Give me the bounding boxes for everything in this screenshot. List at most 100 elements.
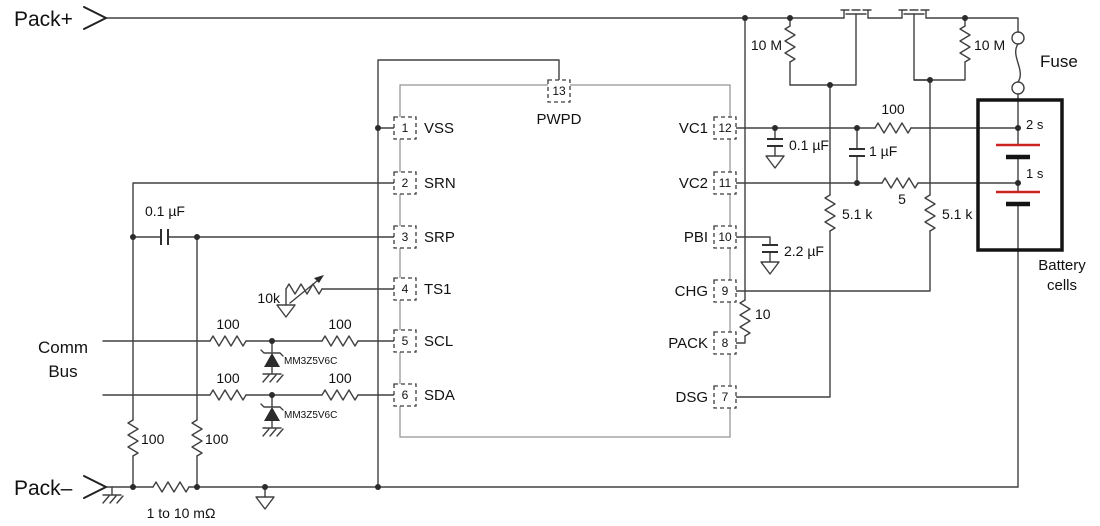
junction-dot (130, 234, 136, 240)
scl-series-resistor-2 (321, 335, 359, 347)
srp-filter-resistor (191, 419, 203, 457)
junction-dot (1015, 180, 1021, 186)
pin-number-srp: 3 (402, 230, 409, 244)
sda-zener-ground (262, 427, 284, 437)
pack-plus-chevron (83, 6, 107, 30)
junction-dot (827, 82, 833, 88)
scl-series-res-2-label: 100 (328, 316, 352, 332)
sda-zener-bar (260, 403, 284, 411)
scl-zener-ground (262, 373, 284, 383)
gate-pulldown-left-label: 10 M (751, 37, 782, 53)
comm-label: Comm (38, 338, 88, 357)
pin-box-pbi (713, 225, 737, 249)
pack-plus-label: Pack+ (14, 8, 73, 31)
chg-gate-resistor (924, 194, 936, 232)
vc1-cap-ground (765, 155, 785, 169)
mosfets (840, 9, 930, 19)
sda-net (102, 394, 395, 429)
vc1-filter-cap-plates (767, 138, 783, 147)
battery-box (976, 98, 1064, 252)
pin-number-vc1: 12 (718, 121, 732, 135)
cell-cap-plates (849, 148, 865, 157)
resistors (127, 25, 971, 493)
dsg-fet (840, 9, 872, 19)
pin-box-vc1 (713, 116, 737, 140)
pin-name-srn: SRN (424, 175, 456, 192)
srp-filter-cap-plates (160, 229, 169, 245)
grounds (102, 155, 785, 510)
pin-box-srp (393, 225, 417, 249)
dsg-gate-resistor (824, 194, 836, 232)
vc1-filter-cap-label: 0.1 µF (789, 137, 829, 153)
pin-number-ts1: 4 (402, 282, 409, 296)
pin-box-vc2 (713, 171, 737, 195)
scl-zener-bar (260, 349, 284, 357)
pin-box-dsg (713, 385, 737, 409)
fuse-symbol (1011, 31, 1025, 101)
gate-pulldown-left-resistor (784, 25, 796, 63)
pin-name-srp: SRP (424, 229, 455, 246)
fuse-terminal-bottom (1011, 81, 1025, 95)
fuse-terminal-top (1011, 31, 1025, 45)
sda-series-resistor-1 (209, 389, 247, 401)
pin-number-pack: 8 (722, 336, 729, 350)
pin-box-ts1 (393, 277, 417, 301)
pin-name-pwpd: PWPD (537, 111, 582, 128)
srn-filter-resistor (127, 419, 139, 457)
chg-fet (898, 9, 930, 19)
srn-net (132, 182, 395, 488)
ic-pins: 13 PWPD 1 VSS 2 SRN 3 SRP 4 TS1 5 SCL 6 … (393, 79, 737, 409)
pin-number-vc2: 11 (719, 176, 732, 190)
junction-dot (194, 484, 200, 490)
cell1-label: 2 s (1026, 117, 1044, 132)
junction-dot (375, 484, 381, 490)
pack-resistor (739, 299, 751, 337)
pin-box-pack (713, 331, 737, 355)
gate-pulldown-right-label: 10 M (974, 37, 1005, 53)
thermistor-arrow-head (314, 275, 324, 283)
pin-box-vss (393, 116, 417, 140)
thermistor-arrow (289, 275, 324, 304)
pack-plus-rail (105, 17, 1019, 33)
srp-filter-res-label: 100 (205, 431, 229, 447)
pin-box-srn (393, 171, 417, 195)
pulldown-right-leads (913, 17, 966, 81)
bus-label: Bus (48, 362, 77, 381)
junction-dot (130, 484, 136, 490)
battery-label-line2: cells (1047, 277, 1077, 294)
thermistor-resistor (285, 283, 323, 295)
zener-diodes (260, 349, 284, 421)
pbi-cap-label: 2.2 µF (784, 243, 824, 259)
pack-res-label: 10 (755, 306, 771, 322)
pbi-cap-plates (762, 244, 778, 253)
pin-box-sda (393, 383, 417, 407)
junction-dot (262, 484, 268, 490)
ic-body (399, 84, 731, 438)
pin-number-scl: 5 (402, 334, 409, 348)
chg-net (735, 13, 931, 292)
pin-box-chg (713, 279, 737, 303)
junction-dot (269, 338, 275, 344)
srp-filter-cap-label: 0.1 µF (145, 203, 185, 219)
scl-series-resistor-1 (209, 335, 247, 347)
pbi-net (735, 236, 771, 263)
pack-pin-net (735, 17, 746, 344)
junction-dots (130, 15, 1021, 490)
junction-dot (854, 125, 860, 131)
sda-series-res-1-label: 100 (216, 370, 240, 386)
pin-box-scl (393, 329, 417, 353)
pin-name-pack: PACK (668, 335, 708, 352)
junction-dot (772, 125, 778, 131)
pin-name-ts1: TS1 (424, 281, 452, 298)
pin-number-srn: 2 (402, 176, 409, 190)
sense-resistor (152, 481, 190, 493)
pin-number-pbi: 10 (718, 230, 732, 244)
pin-name-vss: VSS (424, 120, 454, 137)
pin-name-scl: SCL (424, 333, 453, 350)
pin-number-sda: 6 (402, 388, 409, 402)
scl-net (102, 340, 395, 375)
pack-minus-chassis-ground (102, 486, 124, 504)
vc2-series-res-label: 5 (898, 191, 906, 207)
thermistor-label: 10k (257, 290, 281, 306)
